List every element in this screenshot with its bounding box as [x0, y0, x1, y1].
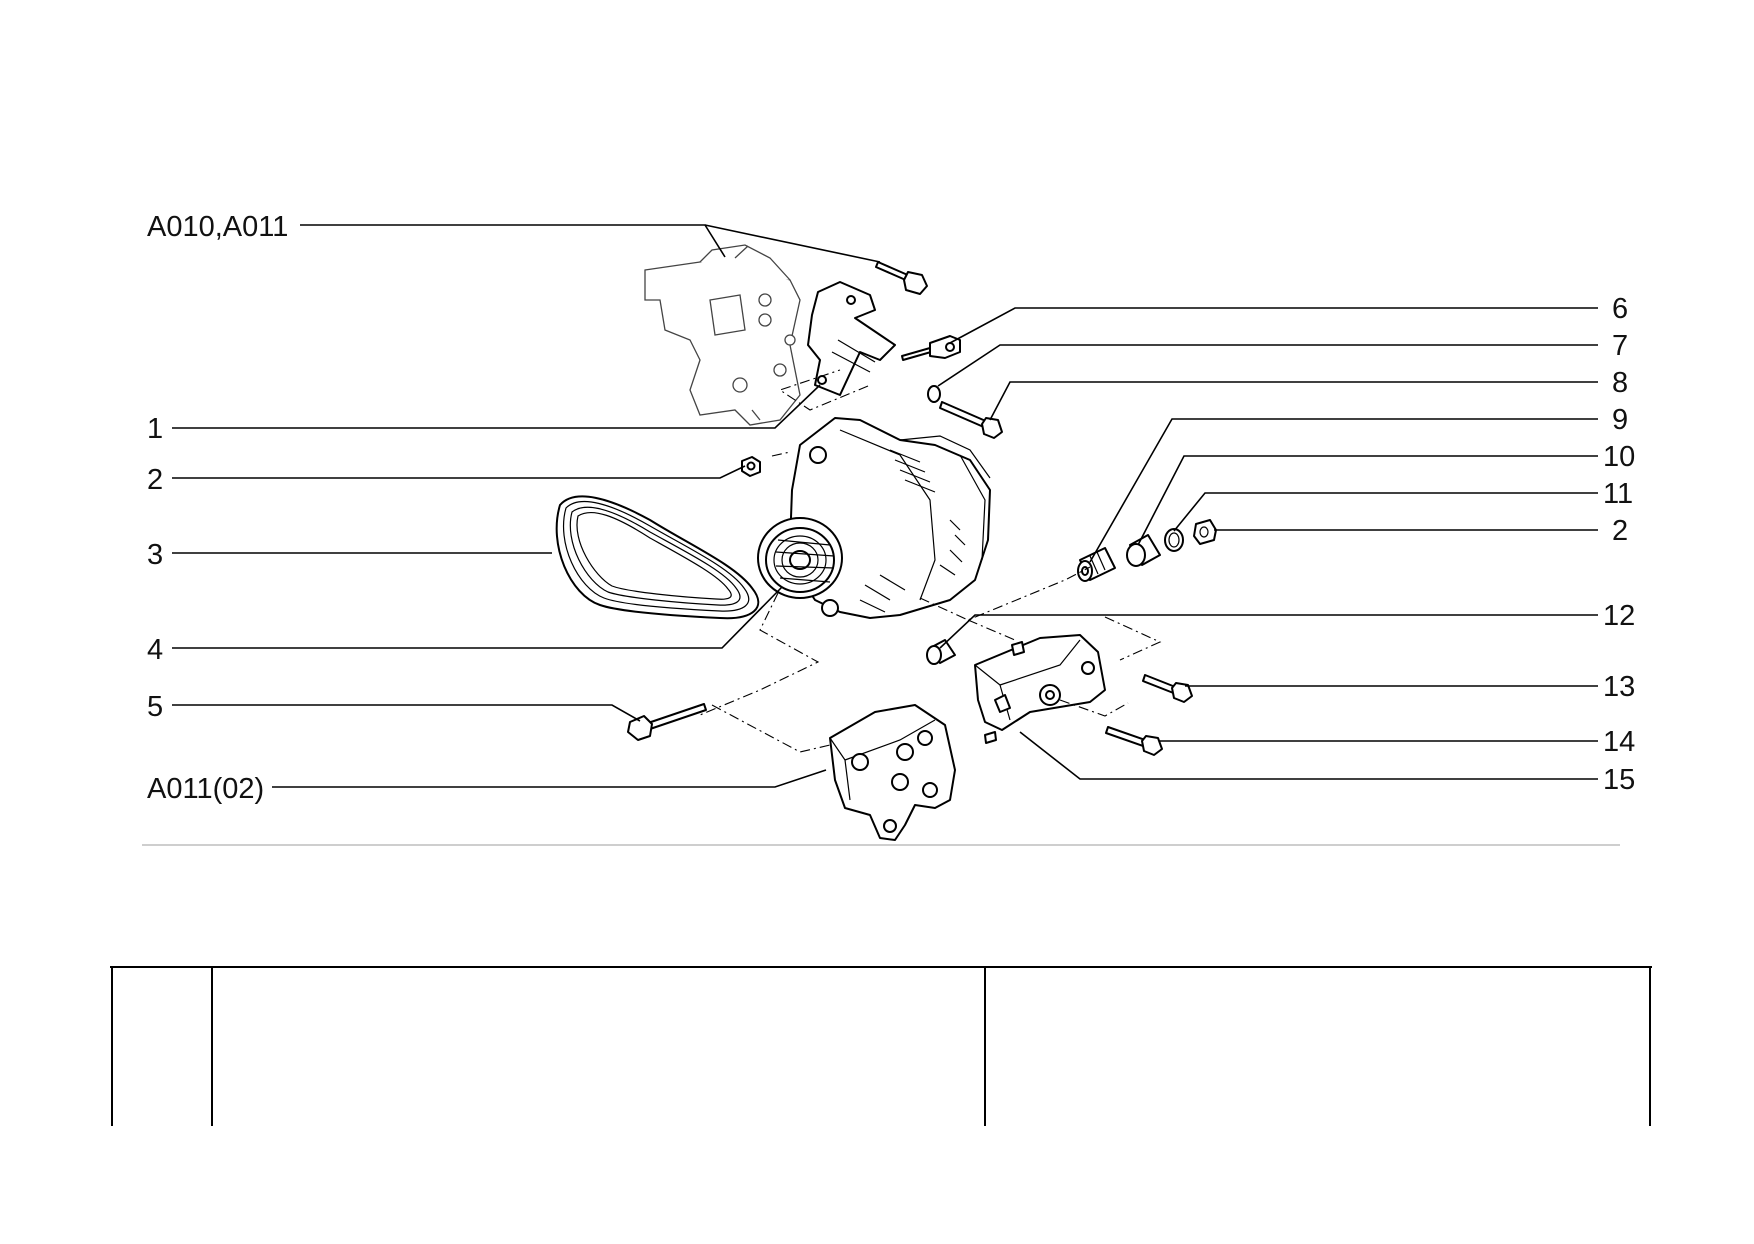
upper-bolt [875, 261, 928, 295]
bolt-8 [939, 401, 1003, 439]
callout-7: 7 [1612, 330, 1628, 362]
callout-12: 12 [1603, 600, 1635, 632]
leader-lines [172, 224, 1598, 788]
tension-bolt-6 [901, 335, 961, 361]
callout-a011-02: A011(02) [147, 773, 264, 805]
bushing-set [1077, 519, 1217, 582]
callout-6: 6 [1612, 293, 1628, 325]
callout-5: 5 [147, 691, 163, 723]
bolt-14 [1105, 726, 1163, 756]
callout-2-right: 2 [1612, 515, 1628, 547]
upper-mounting-bracket [644, 244, 801, 426]
callout-10: 10 [1603, 441, 1635, 473]
adjuster-plate [807, 281, 896, 396]
callout-4: 4 [147, 634, 163, 666]
drive-belt-3 [555, 495, 760, 620]
nut-2-left [741, 456, 761, 477]
callout-1: 1 [147, 413, 163, 445]
bolt-13 [1142, 674, 1193, 703]
bolt-5 [627, 703, 707, 741]
callout-3: 3 [147, 539, 163, 571]
support-bracket-15 [974, 634, 1106, 744]
callout-a010-a011: A010,A011 [147, 211, 288, 243]
lower-mounting-bracket [829, 704, 956, 841]
callout-15: 15 [1603, 764, 1635, 796]
right-callout-labels: 6 7 8 9 10 11 2 12 13 14 15 [1603, 293, 1635, 796]
parts-table [110, 966, 1652, 1126]
assembly-axis-lines [699, 369, 1162, 753]
callout-14: 14 [1603, 726, 1635, 758]
left-callout-labels: A010,A011 1 2 3 4 5 A011(02) [147, 211, 288, 805]
callout-2-left: 2 [147, 464, 163, 496]
bushing-12 [926, 639, 956, 665]
washer-7 [927, 385, 941, 403]
callout-13: 13 [1603, 671, 1635, 703]
callout-8: 8 [1612, 367, 1628, 399]
alternator [757, 417, 991, 619]
callout-11: 11 [1603, 478, 1633, 510]
callout-9: 9 [1612, 404, 1628, 436]
